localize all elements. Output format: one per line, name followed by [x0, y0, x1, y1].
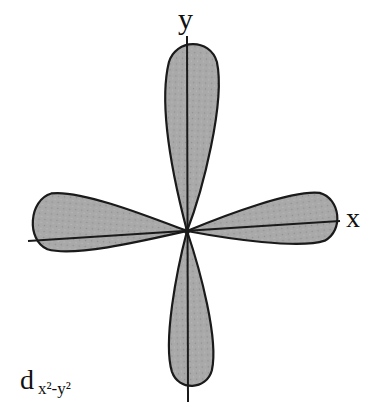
x-axis	[28, 221, 340, 241]
orbital-lobe	[160, 43, 220, 232]
orbital-lobe	[165, 230, 215, 386]
orbital-lobe	[31, 191, 189, 260]
orbital-subscript: x²-y²	[38, 380, 71, 397]
y-axis	[187, 36, 188, 402]
axis-label: y	[178, 4, 193, 34]
orbital-name: d	[20, 366, 34, 394]
axis-label: x	[346, 204, 360, 232]
nucleus-dot	[184, 228, 190, 234]
